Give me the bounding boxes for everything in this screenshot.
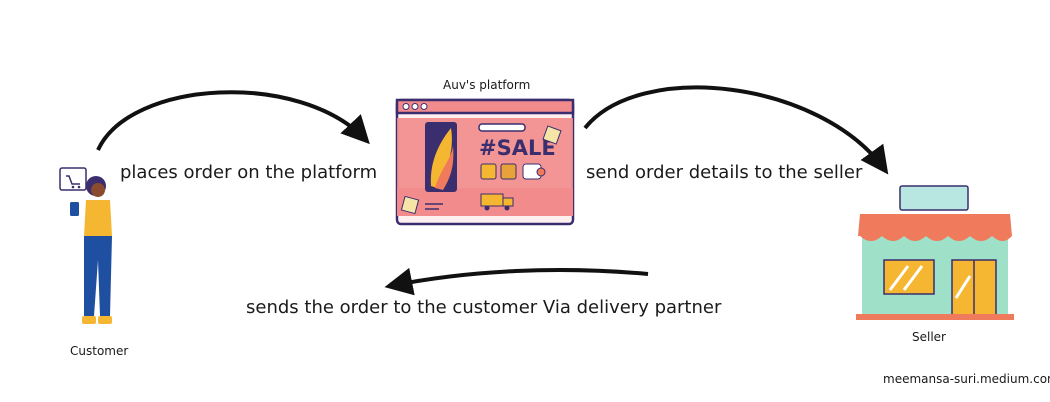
box-icon (542, 125, 562, 145)
customer-label: Customer (70, 344, 129, 358)
window-dot-icon (420, 103, 428, 110)
delivery-truck-icon (480, 193, 504, 207)
sale-text: #SALE (479, 136, 556, 160)
arrow-platform-to-seller (583, 85, 889, 175)
credit-text: meemansa-suri.medium.com (883, 372, 1050, 386)
window-dot-icon (402, 103, 410, 110)
arrow-seller-to-customer (384, 267, 649, 296)
seller-store-illustration (856, 185, 1014, 320)
flow-label-places-order: places order on the platform (120, 162, 378, 183)
seller-label: Seller (912, 330, 946, 344)
product-tile-icon (480, 163, 497, 180)
box-icon (400, 195, 420, 215)
product-tile-icon (500, 163, 517, 180)
window-dot-icon (411, 103, 419, 110)
customer-illustration (59, 167, 112, 324)
store-sign-icon (899, 185, 969, 211)
flow-label-delivery: sends the order to the customer Via deli… (246, 297, 722, 318)
platform-screen-illustration: #SALE (395, 98, 575, 226)
platform-title: Auv's platform (443, 78, 531, 92)
flow-label-send-details: send order details to the seller (586, 162, 863, 183)
arrow-customer-to-platform (96, 90, 370, 151)
phone-in-hand-icon (70, 202, 79, 216)
